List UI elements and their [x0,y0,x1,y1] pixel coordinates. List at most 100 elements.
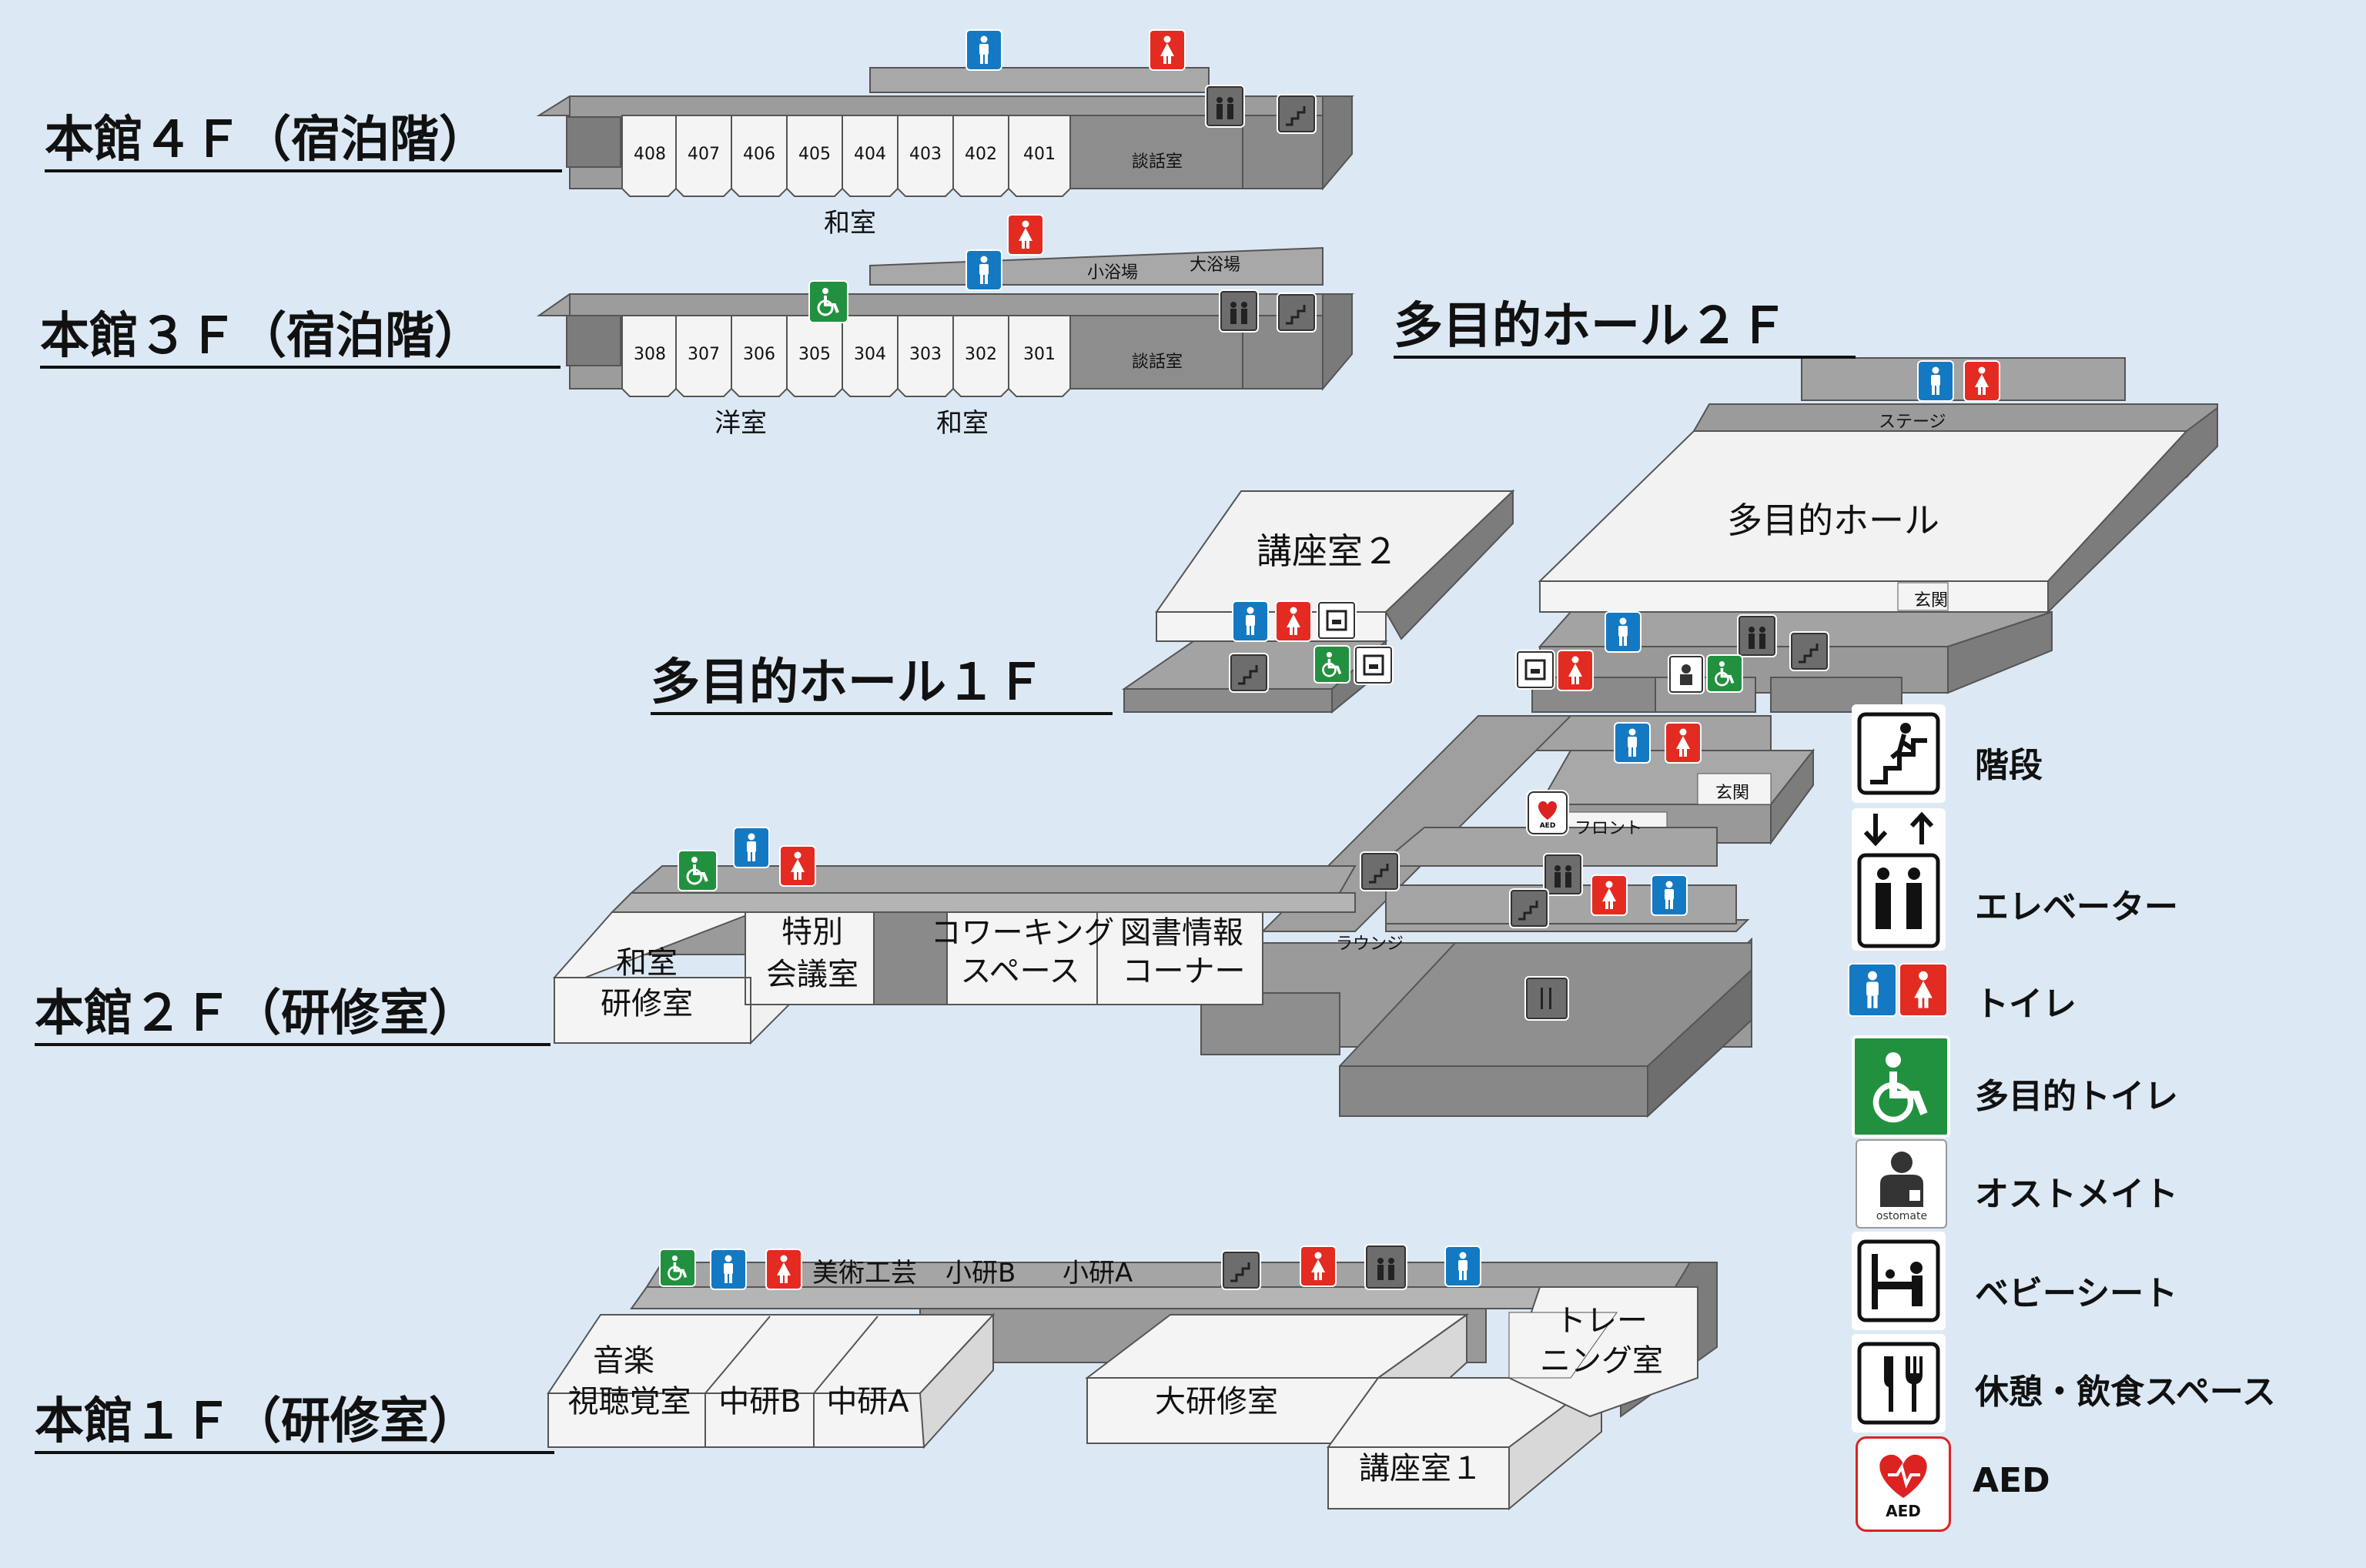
floor-3f-graphic [536,246,1354,397]
stairs-icon [1361,853,1398,890]
legend-baby-label: ベビーシート [1975,1274,2178,1313]
hall-2f-graphic [1538,357,2218,614]
accessible-toilet-icon [810,282,847,322]
female-toilet-icon [1666,724,1700,762]
lounge-4f: 談話室 [1132,152,1183,172]
room-301: 301 [1023,345,1056,364]
room-306: 306 [743,345,775,364]
training-line1: トレー [1555,1303,1648,1339]
stairs-icon [1223,1252,1260,1289]
legend-aed-label: AED [1973,1461,2050,1500]
ostomate-icon [1669,656,1703,693]
floor-title-hall-2f: 多目的ホール２Ｆ [1394,302,1856,359]
stairs-icon [1511,890,1548,927]
baby-seat-icon [1852,1232,1946,1330]
room-406: 406 [743,145,775,164]
ostomate-icon: ostomate [1856,1139,1947,1229]
accessible-toilet-icon [661,1250,694,1285]
male-toilet-icon [1606,613,1640,651]
stairs-icon [1278,95,1315,132]
washitsu-4f: 和室 [824,208,876,239]
female-toilet-icon [1965,362,1999,400]
female-toilet-icon [781,847,815,885]
tokubetsu-2f: 特別 [781,914,843,950]
room-302: 302 [965,345,997,364]
male-toilet-icon [735,828,768,867]
training-line2: ニング室 [1540,1343,1663,1379]
kaigishitsu-2f: 会議室 [766,957,858,992]
lounge-2f: ラウンジ [1336,934,1404,954]
male-toilet-icon [1446,1247,1480,1285]
male-toilet-icon [1615,724,1649,762]
male-toilet-icon [1919,362,1953,400]
floor-title-hall-1f: 多目的ホール１Ｆ [651,658,1113,715]
room-401: 401 [1023,145,1056,164]
rest-dining-icon [1852,1334,1946,1433]
elevator-icon [1220,291,1257,331]
svg-text:AED: AED [1886,1502,1921,1520]
shichoukaku-1f: 視聴覚室 [567,1384,691,1419]
svg-text:AED: AED [1540,822,1556,829]
corner-2f: コーナー [1122,954,1246,989]
stairs-icon [1791,633,1828,670]
elevator-icon [1852,808,1946,951]
male-toilet-icon [967,251,1001,289]
bijutsu-1f: 美術工芸 [812,1258,917,1289]
lecture-room-2: 講座室２ [1257,530,1398,572]
daikenshu-1f: 大研修室 [1155,1384,1278,1419]
chuken-a-1f: 中研A [826,1384,909,1419]
shoken-a-1f: 小研A [1063,1258,1133,1289]
hall-entrance: 玄関 [1914,591,1949,610]
stage: ステージ [1879,413,1946,432]
elevator-icon [1544,854,1581,894]
room-408: 408 [634,145,666,164]
baby-seat-icon [1318,602,1355,639]
big-bath: 大浴場 [1190,256,1241,275]
male-toilet-icon [711,1250,745,1289]
shoken-b-1f: 小研B [945,1258,1016,1289]
svg-text:ostomate: ostomate [1876,1210,1926,1222]
lounge-3f: 談話室 [1132,353,1183,372]
aed-icon: AED [1528,791,1568,834]
small-bath: 小浴場 [1087,263,1139,283]
room-308: 308 [634,345,666,364]
female-toilet-icon [1009,216,1042,254]
washitsu-3f: 和室 [936,408,989,439]
coworking-2f: コワーキング [930,915,1115,951]
ongaku-1f: 音楽 [593,1343,654,1379]
elevator-icon [1739,616,1775,656]
youshitsu-3f: 洋室 [714,408,767,439]
room-305: 305 [798,345,831,364]
main-entrance: 玄関 [1715,784,1750,803]
female-toilet-icon [1592,876,1626,914]
female-toilet-icon [767,1250,801,1289]
room-407: 407 [688,145,720,164]
female-toilet-icon [1277,602,1310,640]
kenshu-2f: 研修室 [601,986,693,1021]
floor-2f-graphic [552,865,1357,1045]
front-desk: フロント [1575,819,1643,838]
legend-accessible-label: 多目的トイレ [1975,1077,2178,1116]
female-toilet-icon [1301,1247,1335,1285]
stairs-icon [1230,654,1267,691]
room-404: 404 [854,145,886,164]
rest-dining-icon [1526,978,1568,1019]
female-toilet-icon [1900,965,1946,1015]
elevator-icon [1206,86,1243,126]
chuken-b-1f: 中研B [718,1384,801,1419]
legend-rest-label: 休憩・飲食スペース [1975,1372,2276,1412]
room-405: 405 [798,145,831,164]
floor-title-3f: 本館３Ｆ（宿泊階） [40,312,561,369]
stairs-icon [1852,704,1946,803]
baby-seat-icon [1517,651,1554,688]
accessible-toilet-icon [679,851,716,890]
accessible-toilet-icon [1315,647,1349,682]
floor-title-1f: 本館１Ｆ（研修室） [35,1397,554,1454]
washitsu-2f: 和室 [616,945,678,981]
elevator-icon [1366,1245,1406,1289]
multipurpose-hall: 多目的ホール [1727,500,1939,541]
floor-4f-graphic [536,67,1355,197]
stairs-icon [1278,294,1315,331]
room-303: 303 [909,345,942,364]
legend-stairs-label: 階段 [1975,746,2043,785]
